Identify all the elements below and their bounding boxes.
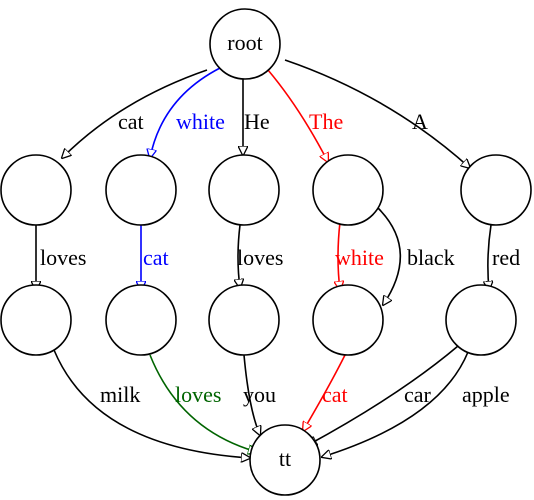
node-m5 bbox=[445, 284, 517, 356]
edge-label-loves: loves bbox=[40, 245, 86, 270]
edge-m2-tt-loves bbox=[149, 354, 257, 452]
edge-m4-tt-cat bbox=[303, 354, 346, 431]
node-n4 bbox=[312, 154, 384, 226]
edge-label-cat: cat bbox=[322, 382, 348, 407]
edge-label-apple: apple bbox=[462, 382, 510, 407]
node-label-root: root bbox=[227, 30, 262, 55]
edge-label-cat: cat bbox=[143, 245, 169, 270]
edge-label-white: white bbox=[176, 109, 225, 134]
edge-label-loves: loves bbox=[237, 245, 283, 270]
edge-label-car: car bbox=[404, 382, 432, 407]
node-n5 bbox=[460, 154, 532, 226]
node-root bbox=[209, 8, 281, 80]
edge-label-he: He bbox=[244, 109, 270, 134]
node-m4 bbox=[312, 284, 384, 356]
edge-label-milk: milk bbox=[100, 382, 140, 407]
edge-n4-m4-black bbox=[377, 207, 402, 305]
edge-label-loves: loves bbox=[175, 382, 221, 407]
node-label-tt: tt bbox=[279, 446, 291, 471]
node-m3 bbox=[208, 284, 280, 356]
edge-m1-tt-milk bbox=[53, 349, 250, 458]
edge-m5-tt-apple bbox=[322, 351, 469, 457]
edge-root-n4-the bbox=[267, 69, 328, 162]
edge-n3-m3-loves bbox=[238, 224, 240, 288]
edge-m5-tt-car bbox=[308, 345, 459, 445]
edge-root-n2-white bbox=[150, 67, 221, 158]
edge-label-the: The bbox=[309, 109, 343, 134]
edge-n5-m5-red bbox=[488, 224, 491, 290]
edge-label-white: white bbox=[335, 245, 384, 270]
node-tt bbox=[249, 424, 321, 496]
edge-label-a: A bbox=[412, 109, 428, 134]
node-n2 bbox=[105, 154, 177, 226]
edge-root-n5-a bbox=[284, 59, 470, 168]
node-m1 bbox=[0, 284, 72, 356]
edge-m3-tt-you bbox=[243, 354, 260, 435]
node-n1 bbox=[0, 154, 72, 226]
edge-label-you: you bbox=[243, 382, 276, 407]
edge-label-cat: cat bbox=[118, 109, 144, 134]
edge-n4-m4-white bbox=[338, 221, 340, 290]
node-m2 bbox=[105, 284, 177, 356]
nodes-layer: root tt bbox=[0, 8, 532, 496]
node-n3 bbox=[208, 154, 280, 226]
edge-label-red: red bbox=[492, 245, 520, 270]
edge-label-black: black bbox=[407, 245, 455, 270]
edge-root-n1-cat bbox=[62, 69, 208, 158]
